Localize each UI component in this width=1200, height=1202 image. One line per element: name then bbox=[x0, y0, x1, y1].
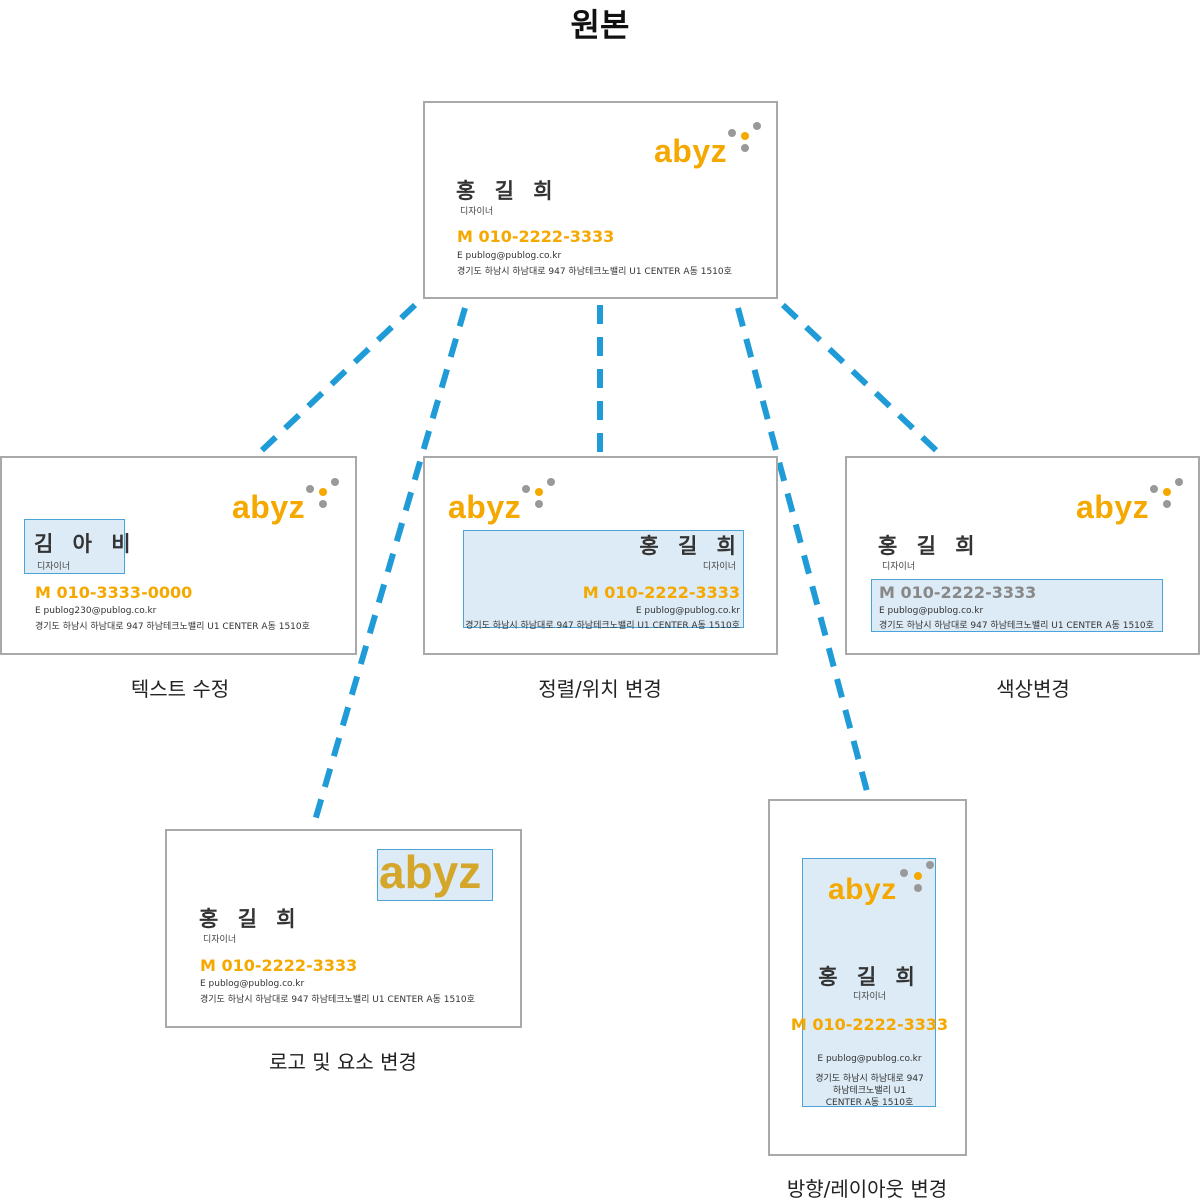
email-address: E publog@publog.co.kr bbox=[635, 606, 740, 616]
person-role: 디자이너 bbox=[882, 562, 916, 572]
caption-text-edit: 텍스트 수정 bbox=[130, 677, 230, 701]
caption-align: 정렬/위치 변경 bbox=[538, 677, 662, 701]
connector-logo bbox=[311, 307, 468, 825]
person-role: 디자이너 bbox=[460, 207, 494, 217]
logo-dot-icon bbox=[522, 485, 530, 493]
logo-dot-icon bbox=[741, 132, 749, 140]
postal-address: 경기도 하남시 하남대로 947 하남테크노밸리 U1 CENTER A동 15… bbox=[35, 622, 310, 632]
abyz-logo: abyz bbox=[654, 133, 728, 169]
diagram-title: 원본 bbox=[570, 6, 630, 44]
email-address: E publog@publog.co.kr bbox=[817, 1054, 922, 1064]
align-highlight bbox=[463, 530, 744, 628]
abyz-logo: abyz bbox=[1076, 489, 1150, 525]
phone-number: M 010-2222-3333 bbox=[457, 227, 615, 246]
logo-dot-icon bbox=[535, 500, 543, 508]
card-align: abyz 홍 길 희 디자이너 M 010-2222-3333 E publog… bbox=[423, 456, 778, 655]
abyz-logo: abyz bbox=[379, 846, 482, 898]
person-name: 홍 길 희 bbox=[818, 965, 921, 989]
person-name: 홍 길 희 bbox=[456, 179, 559, 203]
logo-dot-icon bbox=[1175, 478, 1183, 486]
logo-dot-icon bbox=[547, 478, 555, 486]
logo-dot-icon bbox=[900, 869, 908, 877]
logo-dot-icon bbox=[741, 144, 749, 152]
phone-number: M 010-3333-0000 bbox=[35, 583, 193, 602]
person-name: 홍 길 희 bbox=[199, 907, 302, 931]
abyz-logo: abyz bbox=[828, 873, 897, 906]
connector-orient bbox=[735, 307, 871, 796]
abyz-logo: abyz bbox=[232, 489, 306, 525]
person-name: 홍 길 희 bbox=[639, 534, 742, 558]
email-address: E publog230@publog.co.kr bbox=[35, 606, 157, 616]
logo-dot-icon bbox=[753, 122, 761, 130]
logo-dot-icon bbox=[319, 500, 327, 508]
phone-number: M 010-2222-3333 bbox=[879, 583, 1037, 602]
caption-orient: 방향/레이아웃 변경 bbox=[786, 1177, 948, 1201]
logo-dot-icon bbox=[1163, 500, 1171, 508]
email-address: E publog@publog.co.kr bbox=[200, 979, 305, 989]
phone-number: M 010-2222-3333 bbox=[790, 1015, 949, 1034]
person-role: 디자이너 bbox=[702, 562, 736, 572]
card-original: abyz 홍 길 희 디자이너 M 010-2222-3333 E publog… bbox=[423, 101, 778, 299]
postal-address: 경기도 하남시 하남대로 947 하남테크노밸리 U1 CENTER A동 15… bbox=[879, 621, 1154, 631]
postal-address: 경기도 하남시 하남대로 947 하남테크노밸리 U1 CENTER A동 15… bbox=[200, 995, 475, 1005]
postal-address: 경기도 하남시 하남대로 947 하남테크노밸리 U1 CENTER A동 15… bbox=[457, 267, 732, 277]
logo-dot-icon bbox=[926, 861, 934, 869]
logo-dot-icon bbox=[306, 485, 314, 493]
connector-color bbox=[780, 302, 943, 457]
phone-number: M 010-2222-3333 bbox=[200, 956, 358, 975]
person-name: 김 아 비 bbox=[34, 532, 137, 556]
logo-dot-icon bbox=[914, 872, 922, 880]
color-highlight bbox=[871, 579, 1163, 632]
logo-dot-icon bbox=[914, 884, 922, 892]
postal-address: 경기도 하남시 하남대로 947 하남테크노밸리 U1 CENTER A동 15… bbox=[465, 621, 740, 631]
email-address: E publog@publog.co.kr bbox=[457, 251, 562, 261]
person-name: 홍 길 희 bbox=[878, 534, 981, 558]
person-role: 디자이너 bbox=[37, 562, 71, 572]
logo-dot-icon bbox=[331, 478, 339, 486]
person-role: 디자이너 bbox=[852, 992, 887, 1002]
postal-address-line2: 하남테크노밸리 U1 bbox=[832, 1086, 907, 1096]
logo-dot-icon bbox=[1163, 488, 1171, 496]
card-orient: abyz 홍 길 희 디자이너 M 010-2222-3333 E publog… bbox=[768, 799, 967, 1156]
logo-highlight bbox=[377, 849, 493, 901]
caption-color: 색상변경 bbox=[996, 677, 1070, 701]
orient-highlight bbox=[802, 858, 936, 1107]
card-color: abyz 홍 길 희 디자이너 M 010-2222-3333 E publog… bbox=[845, 456, 1200, 655]
abyz-logo: abyz bbox=[448, 489, 522, 525]
logo-dot-icon bbox=[1150, 485, 1158, 493]
card-text-edit: abyz 김 아 비 디자이너 M 010-3333-0000 E publog… bbox=[0, 456, 357, 655]
caption-logo: 로고 및 요소 변경 bbox=[269, 1050, 417, 1074]
phone-number: M 010-2222-3333 bbox=[582, 583, 740, 602]
text-edit-highlight bbox=[24, 519, 125, 574]
postal-address-line3: CENTER A동 1510호 bbox=[825, 1098, 914, 1108]
logo-dot-icon bbox=[319, 488, 327, 496]
connector-text-edit bbox=[255, 302, 418, 457]
postal-address-line1: 경기도 하남시 하남대로 947 bbox=[815, 1074, 924, 1084]
logo-dot-icon bbox=[728, 129, 736, 137]
email-address: E publog@publog.co.kr bbox=[879, 606, 984, 616]
card-logo: abyz 홍 길 희 디자이너 M 010-2222-3333 E publog… bbox=[165, 829, 522, 1028]
person-role: 디자이너 bbox=[203, 935, 237, 945]
logo-dot-icon bbox=[535, 488, 543, 496]
